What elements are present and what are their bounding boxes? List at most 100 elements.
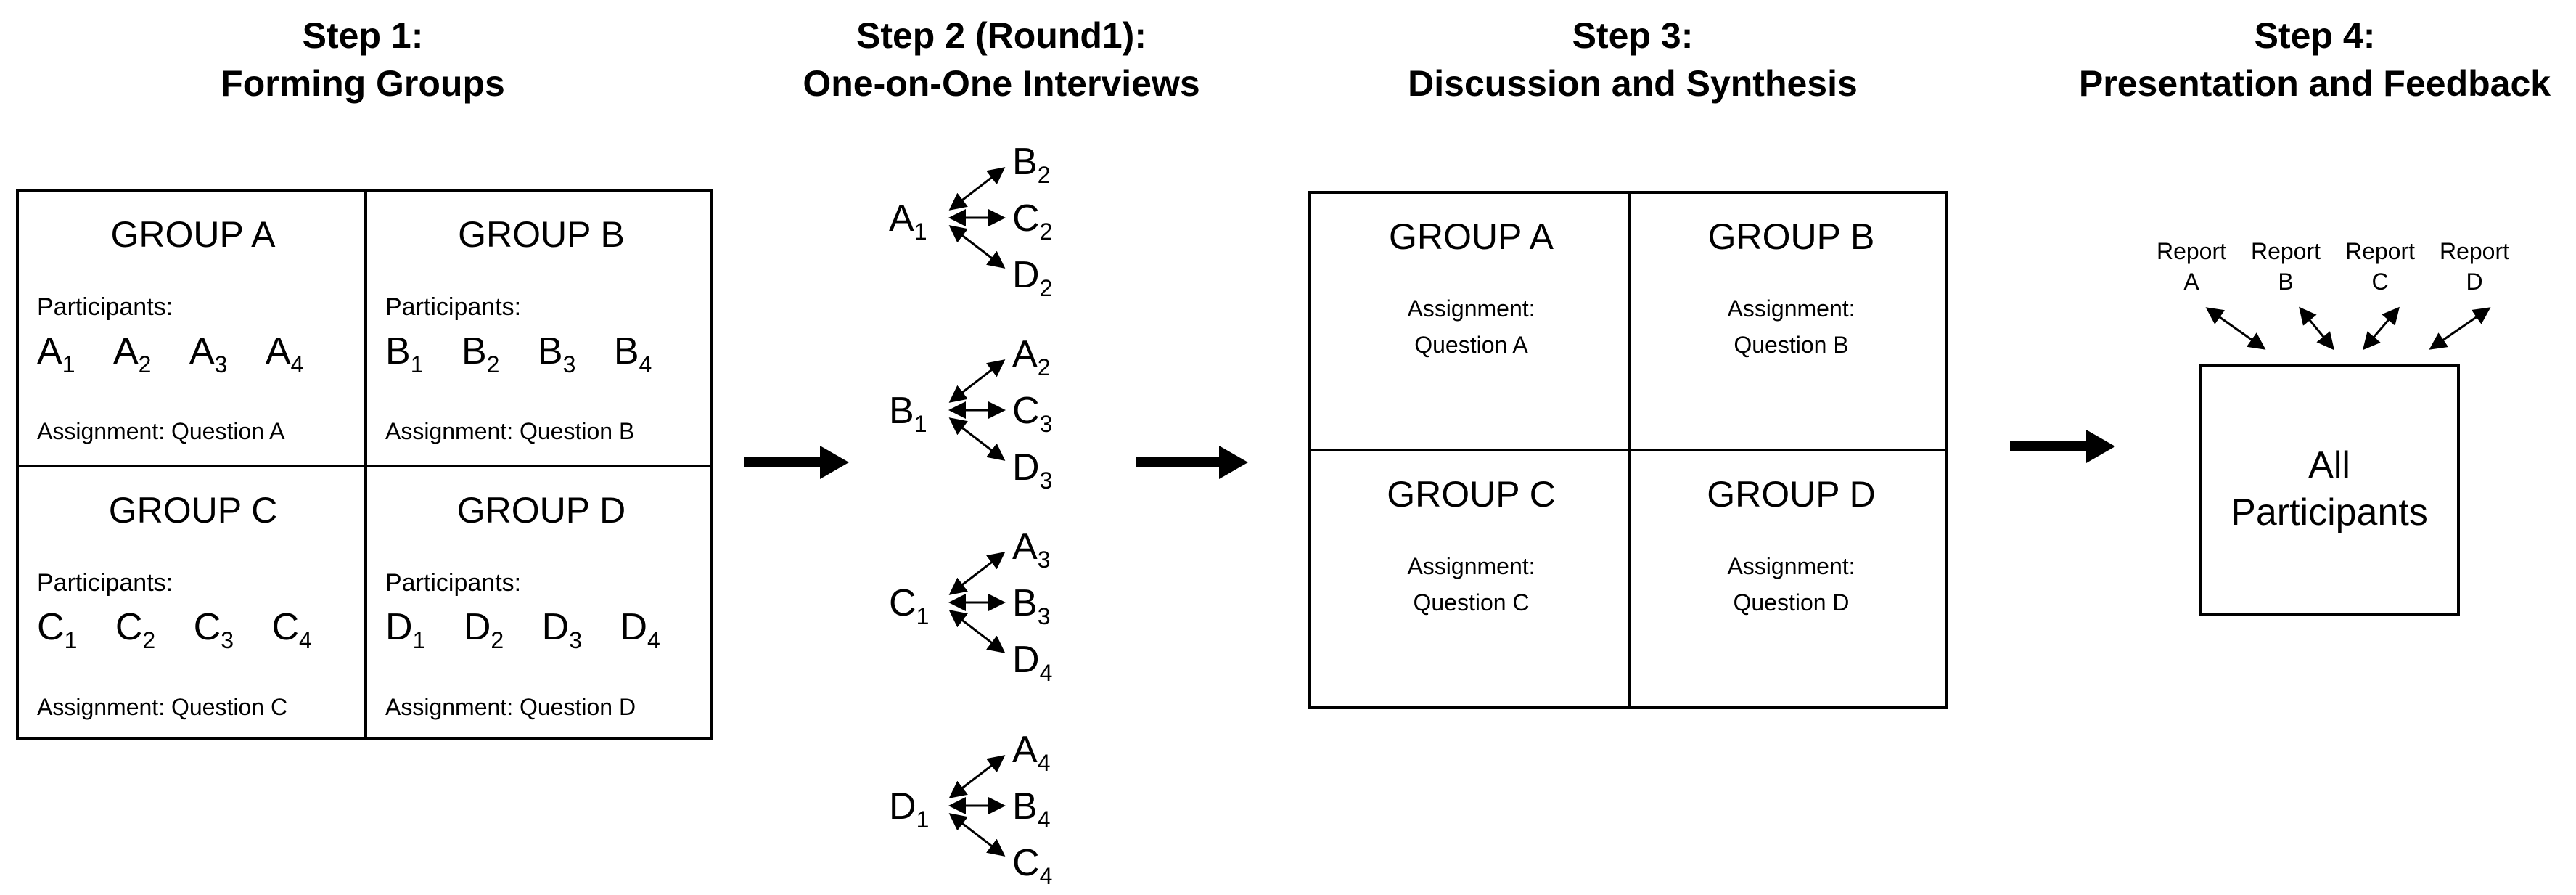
interview-target-B3: B3: [1012, 582, 1050, 629]
step3-group-a: GROUP A Assignment: Question A: [1311, 194, 1631, 451]
participants-label: Participants:: [385, 293, 522, 321]
step3-title-line2: Discussion and Synthesis: [1408, 63, 1858, 104]
assignment-label: Assignment: Question C: [37, 694, 288, 720]
report-a-arrow: [2205, 307, 2266, 350]
assignment-label: Assignment:: [1727, 553, 1855, 579]
step1-title-line1: Step 1:: [302, 15, 424, 56]
flow-arrow-1: [744, 446, 849, 479]
step3-group-b: GROUP B Assignment: Question B: [1631, 194, 1951, 451]
group-name: GROUP C: [108, 490, 278, 531]
participant: A3: [189, 330, 228, 377]
interview-source-C1: C1: [889, 582, 929, 629]
assignment-label: Assignment:: [1407, 553, 1535, 579]
step2-title-line2: One-on-One Interviews: [803, 63, 1200, 104]
report-d-arrow: [2429, 307, 2491, 350]
interview-target-D3: D3: [1012, 446, 1052, 494]
participant-list: B1 B2 B3 B4: [385, 330, 679, 378]
step1-group-d: GROUP D Participants: D1 D2 D3 D4 Assign…: [367, 467, 715, 743]
participant: D1: [385, 606, 426, 653]
report-arrows: [2205, 306, 2491, 351]
interview-target-B4: B4: [1012, 785, 1050, 833]
interview-target-B2: B2: [1012, 141, 1050, 188]
interview-arrow: [948, 167, 1006, 211]
step1-groups-grid: GROUP A Participants: A1 A2 A3 A4 Assign…: [16, 189, 713, 740]
participant: C3: [193, 606, 234, 653]
participant: B4: [613, 330, 652, 377]
interview-source-B1: B1: [889, 390, 927, 437]
interview-target-C2: C2: [1012, 197, 1052, 245]
group-name: GROUP A: [110, 214, 276, 255]
step4-title-line1: Step 4:: [2254, 15, 2376, 56]
step1-title: Step 1: Forming Groups: [116, 12, 610, 107]
participant: C1: [37, 606, 78, 653]
step3-title-line1: Step 3:: [1572, 15, 1694, 56]
interview-target-A4: A4: [1012, 729, 1050, 776]
participant: A4: [265, 330, 304, 377]
interview-arrow: [948, 359, 1006, 403]
step3-title: Step 3: Discussion and Synthesis: [1379, 12, 1887, 107]
group-name: GROUP D: [1707, 474, 1876, 515]
interview-arrow: [948, 552, 1006, 595]
participant: C4: [271, 606, 312, 653]
assignment-label: Assignment: Question D: [385, 694, 636, 720]
all-participants-box: All Participants: [2199, 364, 2460, 616]
interview-target-A2: A2: [1012, 333, 1050, 380]
assignment-question: Question C: [1413, 589, 1530, 616]
step1-group-a: GROUP A Participants: A1 A2 A3 A4 Assign…: [19, 192, 367, 467]
group-name: GROUP A: [1389, 216, 1554, 257]
interview-target-C4: C4: [1012, 842, 1052, 889]
grid-divider-horizontal: [19, 465, 710, 467]
participants-label: Participants:: [37, 293, 173, 321]
interview-target-D4: D4: [1012, 639, 1052, 686]
grid-divider-horizontal: [1311, 449, 1945, 451]
step4-title: Step 4: Presentation and Feedback: [2061, 12, 2569, 107]
participant: A2: [112, 330, 152, 377]
participant: B2: [461, 330, 500, 377]
step1-group-b: GROUP B Participants: B1 B2 B3 B4 Assign…: [367, 192, 715, 467]
interview-arrow: [948, 755, 1006, 798]
report-c-arrow: [2363, 306, 2400, 351]
assignment-label: Assignment:: [1727, 295, 1855, 322]
group-name: GROUP C: [1387, 474, 1556, 515]
step2-title-line1: Step 2 (Round1):: [856, 15, 1147, 56]
participant: A1: [37, 330, 75, 377]
step4-title-line2: Presentation and Feedback: [2078, 63, 2551, 104]
interview-target-A3: A3: [1012, 526, 1050, 573]
participant-list: C1 C2 C3 C4: [37, 605, 340, 654]
participants-label: Participants:: [37, 569, 173, 597]
interview-source-D1: D1: [889, 785, 929, 833]
flow-arrow-3: [2010, 430, 2115, 463]
step3-group-c: GROUP C Assignment: Question C: [1311, 451, 1631, 709]
report-b-arrow: [2299, 306, 2334, 351]
participant: B1: [385, 330, 424, 377]
group-name: GROUP D: [456, 490, 626, 531]
assignment-label: Assignment:: [1407, 295, 1535, 322]
step1-group-c: GROUP C Participants: C1 C2 C3 C4 Assign…: [19, 467, 367, 743]
participant: B3: [537, 330, 576, 377]
assignment-label: Assignment: Question A: [37, 418, 285, 444]
interview-arrow: [948, 813, 1006, 857]
participant: D4: [620, 606, 660, 653]
step3-groups-grid: GROUP A Assignment: Question A GROUP B A…: [1308, 191, 1948, 709]
assignment-question: Question A: [1414, 332, 1528, 358]
assignment-label: Assignment: Question B: [385, 418, 635, 444]
participant: D3: [541, 606, 582, 653]
assignment-question: Question B: [1734, 332, 1849, 358]
group-name: GROUP B: [1707, 216, 1875, 257]
all-participants-line1: All: [2308, 444, 2350, 486]
participant-list: A1 A2 A3 A4: [37, 330, 331, 378]
group-name: GROUP B: [458, 214, 625, 255]
assignment-question: Question D: [1733, 589, 1850, 616]
interview-target-C3: C3: [1012, 390, 1052, 437]
interview-arrow: [948, 610, 1006, 653]
interview-target-D2: D2: [1012, 254, 1052, 301]
step3-group-d: GROUP D Assignment: Question D: [1631, 451, 1951, 709]
all-participants-line2: Participants: [2231, 491, 2428, 534]
participants-label: Participants:: [385, 569, 522, 597]
flow-arrow-2: [1136, 446, 1248, 479]
